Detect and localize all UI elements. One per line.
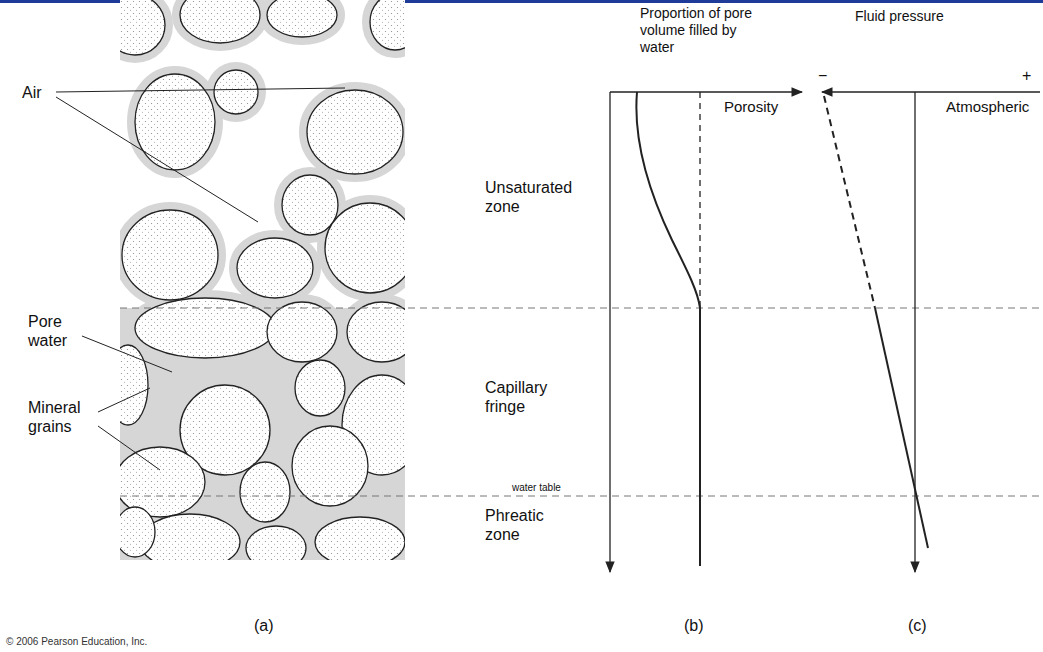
mineral-grain [325,203,405,293]
mineral-grain [214,70,258,114]
water-film [267,0,337,37]
mineral-grain [307,90,403,174]
water-film [295,360,345,416]
water-film [122,210,218,300]
panel-letter: (b) [684,616,724,635]
mineral-grain [120,0,165,55]
mineral-grain [240,462,290,522]
water-film [246,526,306,560]
water-film [325,203,405,293]
mineral-grain [246,526,306,560]
pore-illustration [120,0,405,560]
axis-sign: + [1022,66,1036,85]
zone-label: Capillary fringe [485,378,585,416]
mineral-grain [315,517,405,560]
axis-label: Atmospheric [946,98,1041,116]
axis-title: Proportion of pore volume filled by wate… [640,5,754,55]
water-film [307,90,403,174]
water-film [370,0,405,50]
mineral-grain [370,0,405,50]
water-film [214,70,258,114]
water-film [180,0,260,43]
water-film [292,426,368,506]
panel-letter: (c) [908,616,948,635]
axis-sign: − [818,66,832,85]
panel-letter: (a) [254,616,294,635]
mineral-grain [135,298,275,358]
part-label: Pore water [28,312,83,350]
mineral-grain [347,302,405,362]
water-film [315,517,405,560]
mineral-grain [180,0,260,43]
zone-label: Phreatic zone [485,506,575,544]
water-film [135,74,215,170]
mineral-grain [295,360,345,416]
mineral-grain [282,175,338,235]
water-film [347,302,405,362]
water-film [120,507,155,557]
water-film [135,298,275,358]
line-label: water table [512,482,592,494]
mineral-grain [135,74,215,170]
zone-label: Unsaturated zone [485,178,585,216]
part-label: Mineral grains [28,398,98,436]
mineral-grain [267,302,337,362]
mineral-grain [267,0,337,37]
mineral-grain [292,426,368,506]
leader-lines [56,88,345,470]
mineral-grain [237,238,313,298]
water-film [120,0,165,55]
water-film [240,462,290,522]
water-film [282,175,338,235]
water-film [237,238,313,298]
zone-boundaries [120,308,1043,496]
copyright-note: © 2006 Pearson Education, Inc. [6,636,226,648]
mineral-grain [120,507,155,557]
part-label: Air [22,83,56,102]
axis-title: Fluid pressure [855,8,985,25]
saturation-graph [610,92,802,572]
axis-label: Porosity [724,98,804,116]
mineral-grain [122,210,218,300]
pressure-graph [822,92,1040,572]
water-film [267,302,337,362]
